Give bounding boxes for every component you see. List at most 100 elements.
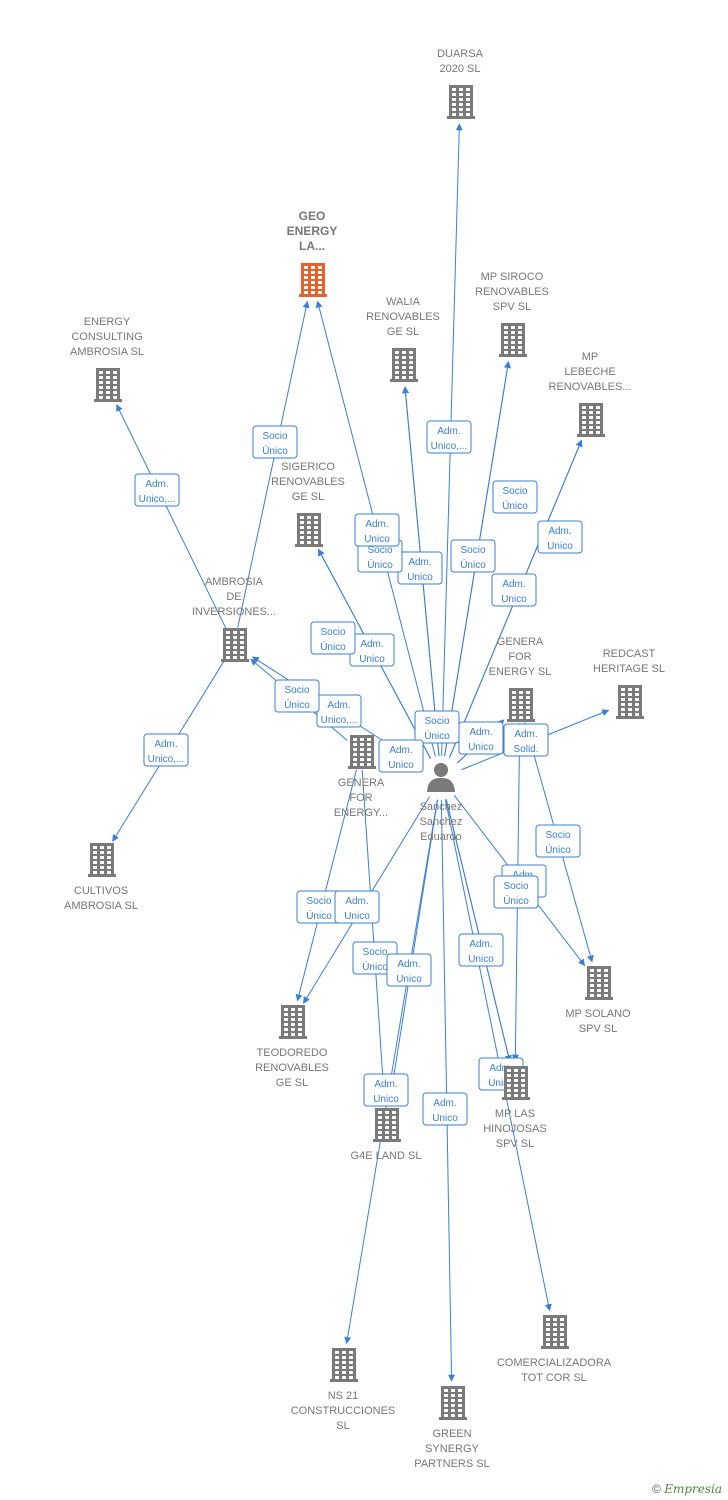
- node-label: MP: [582, 351, 599, 363]
- edge-label[interactable]: Adm.Unico: [422, 1092, 468, 1126]
- edge-label-text: Unico: [373, 1094, 399, 1105]
- building-icon: [447, 85, 475, 119]
- person-label: Sanchez: [420, 801, 463, 813]
- node-lebeche[interactable]: MPLEBECHERENOVABLES...: [549, 351, 632, 437]
- node-label: REDCAST: [603, 648, 656, 660]
- edge-label-text: Unico,...: [431, 441, 468, 452]
- node-solano[interactable]: MP SOLANO SPV SL: [565, 966, 631, 1035]
- node-label: GENERA: [338, 777, 385, 789]
- node-label: MP SOLANO: [565, 1008, 631, 1020]
- node-label: NS 21: [328, 1390, 359, 1402]
- node-label: ENERGY: [287, 224, 338, 238]
- edge-label[interactable]: Adm. Unico: [458, 721, 504, 755]
- edge-ambrosia-geo: [237, 300, 310, 628]
- edge-label-text: Socio: [367, 545, 392, 556]
- node-label: DE: [226, 591, 241, 603]
- edge-label[interactable]: Adm.Unico,...: [134, 473, 180, 507]
- edge-label[interactable]: Adm.Unico: [349, 633, 395, 667]
- node-label: COMERCIALIZADORA: [497, 1357, 612, 1369]
- edge-label-text: Adm.: [374, 1079, 397, 1090]
- edge-label[interactable]: Adm.Unico: [334, 890, 380, 924]
- node-ambrosia[interactable]: AMBROSIADEINVERSIONES...: [192, 576, 276, 662]
- node-generafor2[interactable]: GENERAFORENERGY...: [334, 735, 388, 819]
- edge-p-hinojosas: [445, 799, 512, 1063]
- building-icon: [439, 1386, 467, 1420]
- edge-label-text: Adm.: [397, 959, 420, 970]
- edge-label[interactable]: Adm.Unico: [397, 551, 443, 585]
- edge-label[interactable]: Adm.Unico: [354, 513, 400, 547]
- edge-label[interactable]: Adm.Unico: [491, 573, 537, 607]
- person-icon: [427, 763, 455, 792]
- edge-label-text: Unico: [432, 1113, 458, 1124]
- edge-label[interactable]: Adm.Unico: [458, 933, 504, 967]
- node-label: ENERGY: [84, 316, 131, 328]
- building-icon: [221, 628, 249, 662]
- edge-label-text: Adm.: [345, 896, 368, 907]
- edge-p-ns21: [344, 799, 438, 1344]
- edge-label-text: Unico: [468, 742, 494, 753]
- edge-label[interactable]: Adm. Unico: [363, 1073, 409, 1107]
- building-icon: [502, 1066, 530, 1100]
- edge-label[interactable]: Adm.Unico,...: [143, 733, 189, 767]
- node-label: TEODOREDO: [257, 1047, 328, 1059]
- edge-label-text: Adm.: [360, 639, 383, 650]
- building-icon: [507, 688, 535, 722]
- edge-label-text: Unico: [547, 541, 573, 552]
- edge-label-text: Socio: [545, 830, 570, 841]
- node-label: FOR: [508, 651, 531, 663]
- node-label: RENOVABLES: [255, 1062, 329, 1074]
- node-g4e[interactable]: G4E LAND SL: [351, 1108, 422, 1162]
- edge-label-text: Socio: [424, 716, 449, 727]
- edge-label-text: Adm.: [469, 727, 492, 738]
- edge-label[interactable]: Adm.Unico: [378, 739, 424, 773]
- building-icon: [94, 368, 122, 402]
- node-label: SL: [336, 1420, 349, 1432]
- edge-label[interactable]: Adm.Unico,...: [316, 694, 362, 728]
- edge-label-text: Adm.: [437, 426, 460, 437]
- footer-brand[interactable]: © Empresia: [652, 1482, 722, 1496]
- node-label: SPV SL: [579, 1023, 618, 1035]
- node-label: LA...: [299, 239, 325, 253]
- edge-label[interactable]: Adm.Unico: [386, 953, 432, 987]
- building-icon: [390, 348, 418, 382]
- edge-label-text: Socio: [503, 881, 528, 892]
- person-label: Eduardo: [420, 831, 462, 843]
- node-label: AMBROSIA SL: [70, 346, 144, 358]
- edge-label[interactable]: Adm.Solid.: [503, 723, 549, 757]
- building-icon: [279, 1005, 307, 1039]
- building-icon: [499, 323, 527, 357]
- edge-label-text: Adm.: [548, 526, 571, 537]
- edge-label[interactable]: Adm. Unico,...: [426, 420, 472, 454]
- edge-labels-layer: Adm.Unico,...Adm.UnicoSocioÚnicoAdm.Unic…: [134, 420, 583, 1126]
- node-label: 2020 SL: [440, 63, 481, 75]
- node-geo[interactable]: GEOENERGYLA...: [287, 209, 338, 297]
- edge-label-text: Unico: [388, 760, 414, 771]
- edge-label[interactable]: Adm. Unico: [537, 520, 583, 554]
- building-icon: [330, 1348, 358, 1382]
